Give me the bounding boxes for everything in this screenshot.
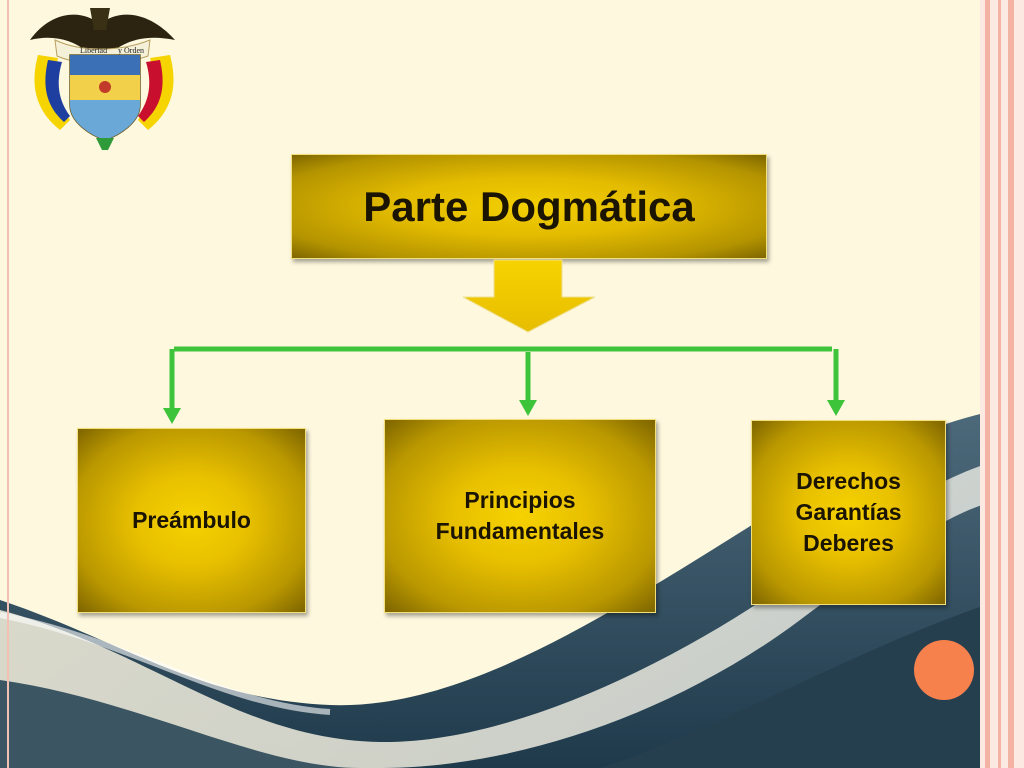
box-preambulo: Preámbulo: [77, 428, 306, 613]
diagram-title: Parte Dogmática: [363, 182, 695, 230]
title-box: Parte Dogmática: [291, 154, 767, 259]
main-down-arrow: [462, 259, 596, 333]
arrow-to-principios: [519, 400, 537, 416]
box-principios-fundamentales: Principios Fundamentales: [384, 419, 656, 613]
accent-dot: [914, 640, 974, 700]
box-principios-label: Principios Fundamentales: [435, 486, 605, 544]
box-preambulo-label: Preámbulo: [132, 507, 251, 533]
box-derechos-label: Derechos Garantías Deberes: [795, 467, 902, 557]
box-derechos-garantias-deberes: Derechos Garantías Deberes: [751, 420, 946, 605]
arrow-to-preambulo: [163, 408, 181, 424]
arrow-to-derechos: [827, 400, 845, 416]
